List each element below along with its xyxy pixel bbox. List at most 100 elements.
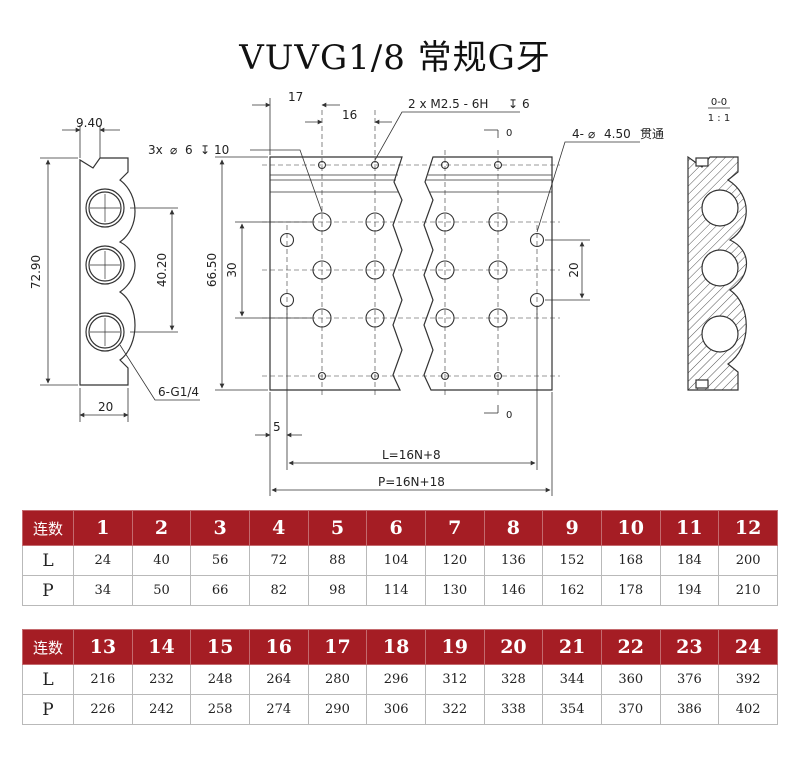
table-cell: 184 <box>659 545 720 576</box>
table-cell: 194 <box>659 575 720 606</box>
table-cell: 338 <box>483 694 544 725</box>
table-cell: 146 <box>483 575 544 606</box>
diameter-symbol-bore: ⌀ <box>170 143 177 157</box>
table-cell: 354 <box>542 694 602 725</box>
side-view-labels: 9.40 72.90 40.20 20 6-G1/4 <box>29 116 199 414</box>
column-header: 13 <box>73 629 133 665</box>
table-cell: 152 <box>542 545 602 576</box>
section-view <box>687 107 747 391</box>
column-header: 19 <box>424 629 485 665</box>
zero-bottom: 0 <box>506 410 512 421</box>
dim-9-40: 9.40 <box>76 116 103 130</box>
bore-depth: 10 <box>214 143 229 157</box>
table-cell: 328 <box>483 664 544 695</box>
column-header: 16 <box>248 629 309 665</box>
table-cell: 392 <box>718 664 778 695</box>
table-cell: 258 <box>190 694 250 725</box>
depth-symbol-bore: ↧ <box>200 143 210 157</box>
technical-drawing: 9.40 72.90 40.20 20 6-G1/4 <box>29 90 747 496</box>
through-dia: 4.50 <box>604 127 631 141</box>
table-cell: 296 <box>366 664 426 695</box>
table-cell: 216 <box>73 664 133 695</box>
table-cell: 66 <box>190 575 250 606</box>
column-header: 24 <box>718 629 778 665</box>
column-header: 18 <box>366 629 426 665</box>
column-header: 3 <box>190 510 250 546</box>
length-P: P=16N+18 <box>378 475 445 489</box>
header-label: 连数 <box>22 629 74 665</box>
column-header: 21 <box>542 629 602 665</box>
column-header: 11 <box>659 510 720 546</box>
column-header: 12 <box>718 510 778 546</box>
dim-16: 16 <box>342 108 357 122</box>
row-label: P <box>22 694 74 725</box>
table-cell: 82 <box>248 575 309 606</box>
table-cell: 98 <box>307 575 368 606</box>
zero-top: 0 <box>506 128 512 139</box>
table-cell: 120 <box>424 545 485 576</box>
front-view-holes <box>279 160 545 381</box>
column-header: 5 <box>307 510 368 546</box>
column-header: 1 <box>73 510 133 546</box>
section-labels: 0-0 1 : 1 <box>708 97 730 124</box>
table-cell: 242 <box>131 694 192 725</box>
table-cell: 322 <box>424 694 485 725</box>
table-cell: 178 <box>600 575 661 606</box>
dim-20-front: 20 <box>567 262 581 277</box>
table-cell: 344 <box>542 664 602 695</box>
table-cell: 34 <box>73 575 133 606</box>
front-view-labels: 17 16 2 x M2.5 - 6H ↧ 6 3x ⌀ 6 ↧ 10 4- ⌀… <box>148 90 664 489</box>
table-cell: 162 <box>542 575 602 606</box>
table-cell: 114 <box>366 575 426 606</box>
table-cell: 56 <box>190 545 250 576</box>
row-label: P <box>22 575 74 606</box>
column-header: 2 <box>131 510 192 546</box>
table-cell: 280 <box>307 664 368 695</box>
table-cell: 312 <box>424 664 485 695</box>
table-cell: 104 <box>366 545 426 576</box>
dim-72-90: 72.90 <box>29 255 43 289</box>
column-header: 8 <box>483 510 544 546</box>
table-cell: 168 <box>600 545 661 576</box>
section-scale: 1 : 1 <box>708 113 730 124</box>
column-header: 17 <box>307 629 368 665</box>
front-view-centerlines <box>262 110 560 395</box>
column-header: 15 <box>190 629 250 665</box>
column-header: 10 <box>600 510 661 546</box>
thread-depth: 6 <box>522 97 530 111</box>
table-cell: 88 <box>307 545 368 576</box>
table-cell: 232 <box>131 664 192 695</box>
length-L: L=16N+8 <box>382 448 441 462</box>
dim-40-20: 40.20 <box>155 253 169 287</box>
column-header: 22 <box>600 629 661 665</box>
column-header: 23 <box>659 629 720 665</box>
table-cell: 386 <box>659 694 720 725</box>
table-cell: 306 <box>366 694 426 725</box>
table-cell: 264 <box>248 664 309 695</box>
dim-5: 5 <box>273 420 281 434</box>
bore-callout: 3x <box>148 143 163 157</box>
side-view-dimensions <box>40 125 200 422</box>
dim-20-side: 20 <box>98 400 113 414</box>
table-cell: 136 <box>483 545 544 576</box>
table-cell: 248 <box>190 664 250 695</box>
side-view <box>79 157 136 386</box>
table-cell: 50 <box>131 575 192 606</box>
column-header: 9 <box>542 510 602 546</box>
front-view-dimensions <box>215 98 640 496</box>
table-cell: 370 <box>600 694 661 725</box>
table-cell: 290 <box>307 694 368 725</box>
column-header: 6 <box>366 510 426 546</box>
dim-66-50: 66.50 <box>205 253 219 287</box>
dim-17: 17 <box>288 90 303 104</box>
table-cell: 210 <box>718 575 778 606</box>
dim-30: 30 <box>225 262 239 277</box>
bore-dia: 6 <box>185 143 193 157</box>
column-header: 7 <box>424 510 485 546</box>
